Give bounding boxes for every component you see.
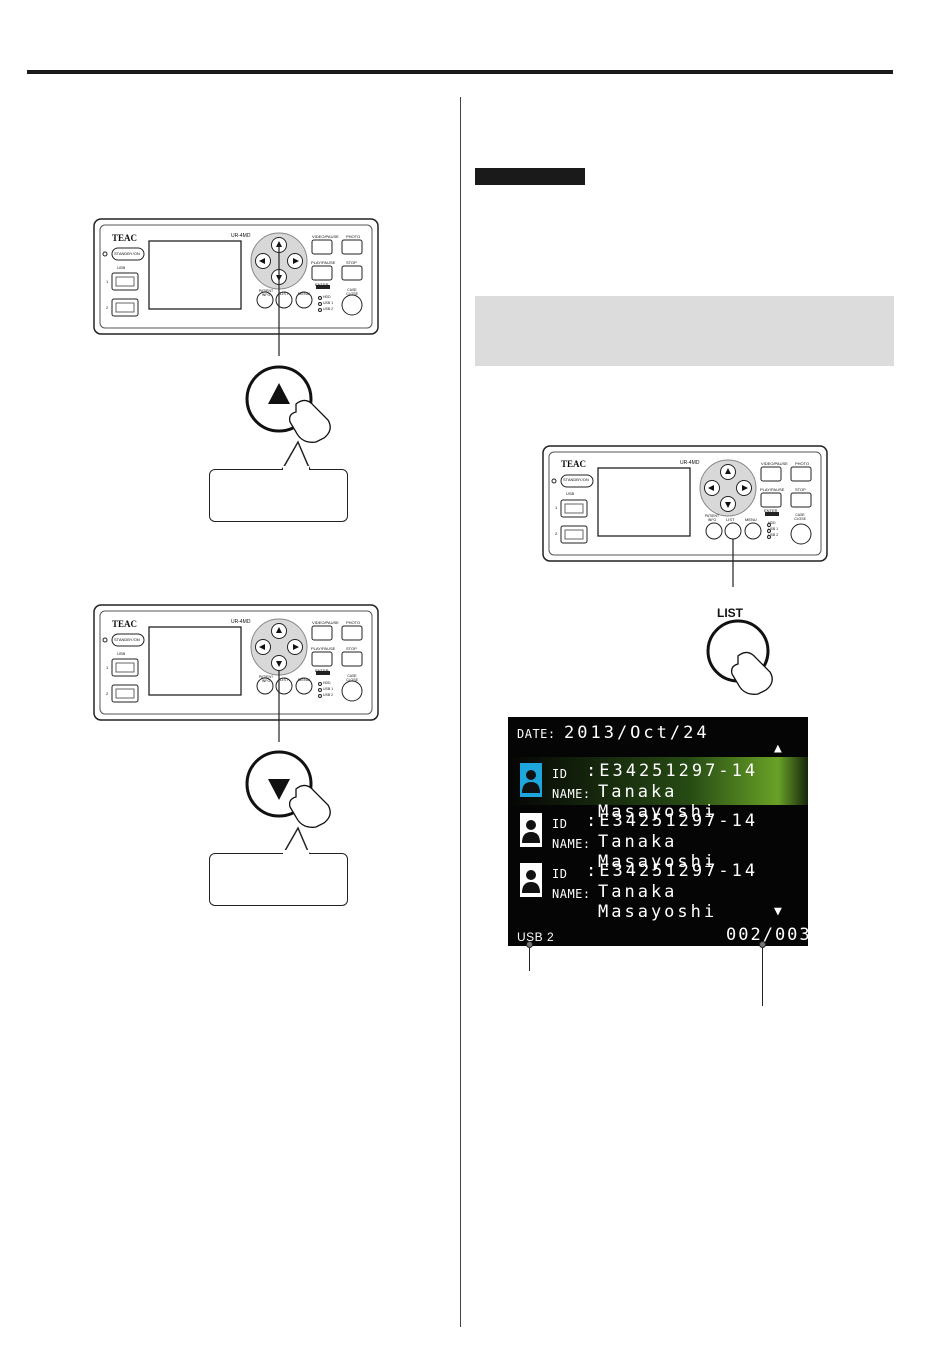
device2-label-usb-port-1: 1	[106, 665, 109, 670]
name-label: NAME:	[552, 887, 591, 901]
name-value: Tanaka Masayoshi	[598, 782, 718, 822]
device2-label-standby: STANDBY/ON	[114, 637, 140, 642]
device2-label-indicator-hdd: HDD	[323, 681, 331, 685]
device-label-indicator-usb1: USB 1	[323, 301, 334, 305]
scroll-down-icon: ▼	[774, 904, 782, 919]
callout-box-up	[209, 469, 348, 522]
device3-label-indicator-usb1: USB 1	[768, 527, 779, 531]
page-leader-dot	[759, 941, 766, 948]
device2-label-video-pause: VIDEO/PAUSE	[312, 620, 339, 625]
name-value: Tanaka Masayoshi	[598, 882, 718, 922]
patient-icon	[520, 813, 542, 847]
source-leader-line	[529, 944, 530, 971]
list-item[interactable]: ID :E34251297-14 NAME: Tanaka Masayoshi	[508, 807, 808, 872]
device2-label-model: UR-4MD	[231, 619, 251, 625]
device2-label-usb: USB	[117, 651, 126, 656]
section-heading-box	[475, 296, 894, 366]
callout-box-down	[209, 853, 348, 906]
device-label-menu: MENU	[298, 291, 310, 296]
list-item[interactable]: ID :E34251297-14 NAME: Tanaka Masayoshi	[508, 857, 808, 922]
id-value: :E34251297-14	[586, 861, 759, 881]
device-illustration-up	[93, 218, 379, 443]
device3-label-usb: USB	[566, 491, 575, 496]
device-label-play-pause: PLAY/PAUSE	[311, 260, 336, 265]
device2-label-case-close: CASE CLOSE	[346, 674, 358, 682]
device3-label-brand: TEAC	[561, 459, 587, 469]
device3-label-patient-info: PATIENT INFO	[704, 514, 720, 522]
top-rule	[27, 70, 893, 74]
note-heading-bar	[475, 168, 585, 185]
device2-label-menu: MENU	[298, 677, 310, 682]
device2-label-brand: TEAC	[112, 619, 138, 629]
device3-label-stop: STOP	[795, 487, 806, 492]
device-label-photo: PHOTO	[346, 234, 361, 239]
device-illustration-down	[93, 604, 379, 828]
device-label-enter: ENTER	[315, 282, 329, 287]
date-label: DATE:	[517, 727, 556, 741]
patient-icon	[520, 763, 542, 797]
callout-pointer-down-cover	[283, 850, 309, 856]
patient-list-screen: DATE: 2013/Oct/24 ▲ ID :E34251297-14 NAM…	[508, 717, 810, 946]
source-indicator: USB 2	[517, 930, 555, 944]
device-label-stop: STOP	[346, 260, 357, 265]
id-value: :E34251297-14	[586, 761, 759, 781]
list-button-label: LIST	[717, 606, 743, 620]
device2-label-list: LIST	[280, 677, 289, 682]
device2-label-patient-info: PATIENT INFO	[258, 675, 274, 683]
device-label-video-pause: VIDEO/PAUSE	[312, 234, 339, 239]
device3-label-menu: MENU	[745, 517, 757, 522]
device-label-patient-info: PATIENT INFO	[258, 289, 274, 297]
device-label-usb-port-2: 2	[106, 305, 109, 310]
name-value: Tanaka Masayoshi	[598, 832, 718, 872]
device3-label-standby: STANDBY/ON	[563, 477, 589, 482]
device3-label-list: LIST	[726, 517, 735, 522]
device3-label-model: UR-4MD	[680, 460, 700, 466]
source-leader-dot	[526, 941, 533, 948]
page-leader-line	[762, 944, 763, 1006]
device2-label-enter: ENTER	[315, 668, 329, 673]
device2-label-indicator-usb2: USB 2	[323, 693, 334, 697]
device2-label-photo: PHOTO	[346, 620, 361, 625]
list-item-selected[interactable]: ID :E34251297-14 NAME: Tanaka Masayoshi	[508, 757, 808, 822]
device-label-indicator-hdd: HDD	[323, 295, 331, 299]
id-label: ID	[552, 817, 568, 831]
name-label: NAME:	[552, 787, 591, 801]
device2-label-indicator-usb1: USB 1	[323, 687, 334, 691]
device-label-case-close: CASE CLOSE	[346, 288, 358, 296]
id-label: ID	[552, 867, 568, 881]
id-value: :E34251297-14	[586, 811, 759, 831]
device3-label-usb-port-1: 1	[555, 505, 558, 510]
device3-label-enter: ENTER	[764, 508, 778, 513]
device3-label-indicator-usb2: USB 2	[768, 533, 779, 537]
device-label-list: LIST	[280, 291, 289, 296]
name-label: NAME:	[552, 837, 591, 851]
device3-label-video-pause: VIDEO/PAUSE	[761, 461, 788, 466]
page-indicator: 002/003	[726, 925, 812, 945]
device-illustration-list	[542, 445, 828, 695]
device-label-indicator-usb2: USB 2	[323, 307, 334, 311]
scroll-up-icon: ▲	[774, 741, 782, 756]
date-value: 2013/Oct/24	[564, 723, 710, 743]
device3-label-play-pause: PLAY/PAUSE	[760, 487, 785, 492]
id-label: ID	[552, 767, 568, 781]
callout-pointer-down	[281, 826, 311, 856]
device-label-standby: STANDBY/ON	[114, 251, 140, 256]
device2-label-usb-port-2: 2	[106, 691, 109, 696]
device3-label-indicator-hdd: HDD	[768, 521, 776, 525]
device-label-model: UR-4MD	[231, 233, 251, 239]
device3-label-case-close: CASE CLOSE	[794, 513, 806, 521]
device3-label-photo: PHOTO	[795, 461, 810, 466]
device-label-usb-port-1: 1	[106, 279, 109, 284]
device-label-brand: TEAC	[112, 233, 138, 243]
patient-icon	[520, 863, 542, 897]
device2-label-play-pause: PLAY/PAUSE	[311, 646, 336, 651]
callout-pointer-up-cover	[283, 466, 309, 472]
device2-label-stop: STOP	[346, 646, 357, 651]
column-divider	[460, 97, 461, 1327]
device-label-usb: USB	[117, 265, 126, 270]
device3-label-usb-port-2: 2	[555, 531, 558, 536]
callout-pointer-up	[281, 440, 311, 470]
